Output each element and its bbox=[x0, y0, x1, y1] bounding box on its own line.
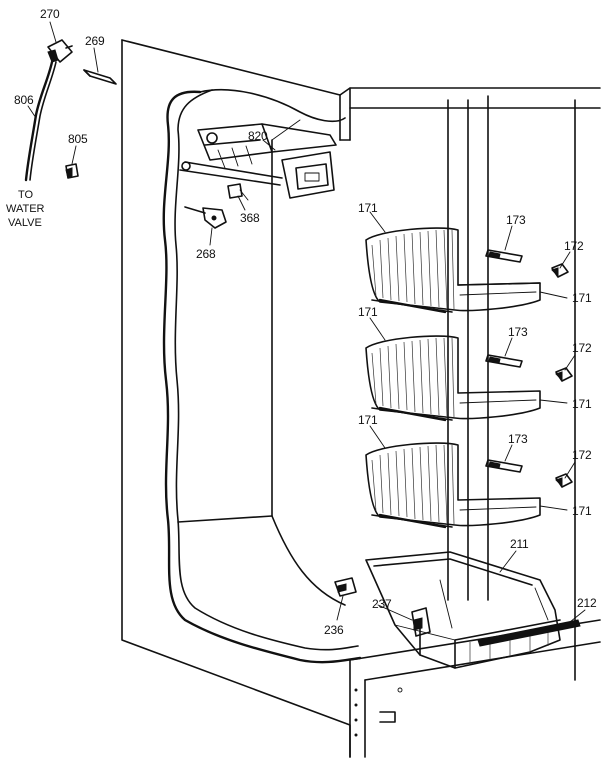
part-236-cam-block bbox=[334, 577, 357, 597]
note-to: TO bbox=[18, 189, 34, 201]
part-368-bracket bbox=[227, 183, 249, 201]
shelf-pan-top bbox=[365, 227, 541, 314]
part-172-clip-middle bbox=[555, 367, 573, 382]
part-806-water-line bbox=[24, 60, 57, 182]
part-820-ice-maker bbox=[179, 123, 337, 199]
leader-lines bbox=[27, 21, 586, 623]
callout-237: 237 bbox=[372, 597, 392, 611]
callout-268: 268 bbox=[196, 247, 216, 261]
callout-172-lower: 172 bbox=[572, 448, 592, 462]
shelf-pan-lower bbox=[365, 442, 541, 529]
callout-212: 212 bbox=[577, 596, 597, 610]
part-212-bin-handle bbox=[477, 619, 581, 647]
callout-171-middle-left: 171 bbox=[358, 305, 378, 319]
part-173-rail-top bbox=[485, 249, 523, 263]
callout-171-top-right: 171 bbox=[572, 291, 592, 305]
part-269-tube bbox=[83, 69, 117, 85]
callout-171-top-left: 171 bbox=[358, 201, 378, 215]
callout-820: 820 bbox=[248, 129, 268, 143]
part-172-clip-top bbox=[551, 263, 569, 278]
callout-171-middle-right: 171 bbox=[572, 397, 592, 411]
cabinet-outline bbox=[121, 39, 601, 758]
liner-gasket bbox=[162, 89, 362, 664]
callout-171-lower-right: 171 bbox=[572, 504, 592, 518]
callout-172-middle: 172 bbox=[572, 341, 592, 355]
part-237-bin-latch bbox=[411, 607, 431, 637]
note-water: WATER bbox=[6, 203, 45, 215]
callout-368: 368 bbox=[240, 211, 260, 225]
callout-806: 806 bbox=[14, 93, 34, 107]
callout-269: 269 bbox=[85, 34, 105, 48]
callout-270: 270 bbox=[40, 7, 60, 21]
callout-173-top: 173 bbox=[506, 213, 526, 227]
callout-805: 805 bbox=[68, 132, 88, 146]
part-211-bin bbox=[365, 551, 561, 669]
part-172-clip-lower bbox=[555, 473, 573, 488]
callout-173-lower: 173 bbox=[508, 432, 528, 446]
shelf-pan-middle bbox=[365, 335, 541, 422]
note-valve: VALVE bbox=[8, 217, 42, 229]
part-173-rail-lower bbox=[485, 459, 523, 473]
part-268-cam bbox=[184, 206, 227, 229]
part-270-fitting bbox=[47, 39, 73, 63]
callout-171-lower-left: 171 bbox=[358, 413, 378, 427]
callout-172-top: 172 bbox=[564, 239, 584, 253]
part-805-clip bbox=[65, 163, 79, 179]
callout-236: 236 bbox=[324, 623, 344, 637]
part-173-rail-middle bbox=[485, 354, 523, 368]
callout-173-middle: 173 bbox=[508, 325, 528, 339]
callout-211: 211 bbox=[510, 537, 529, 551]
